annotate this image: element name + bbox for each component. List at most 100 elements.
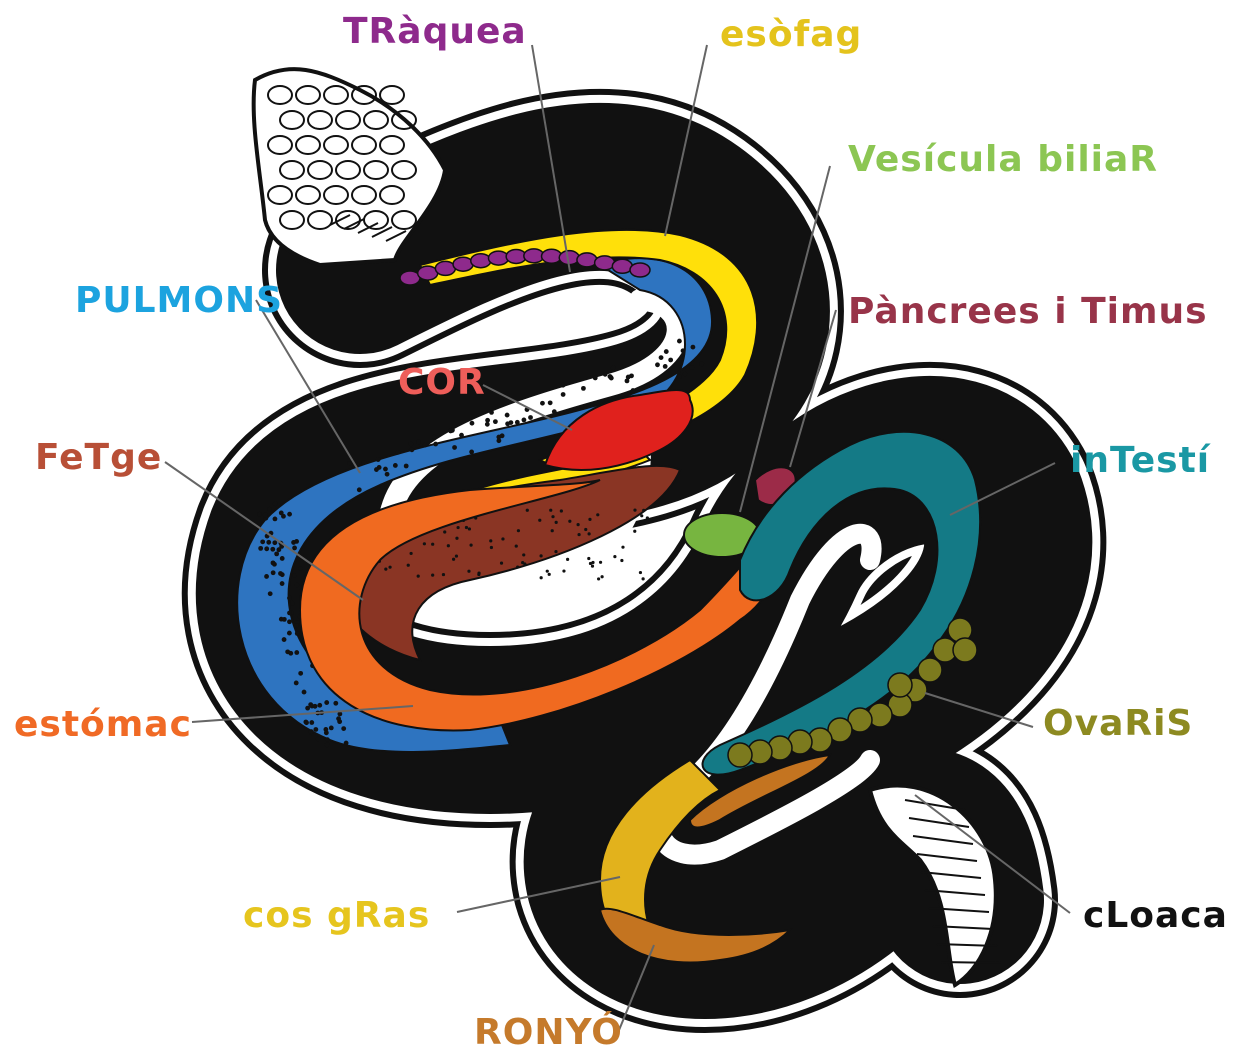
lung-dot <box>266 540 271 545</box>
lung-dot <box>469 449 474 454</box>
lung-dot <box>344 741 349 746</box>
lung-dot <box>668 358 673 363</box>
lung-dot <box>267 507 272 512</box>
lung-dot <box>500 433 505 438</box>
lung-dot <box>552 409 557 414</box>
lung-dot <box>395 450 400 455</box>
liver-dot <box>538 519 541 522</box>
lung-dot <box>270 547 275 552</box>
liver-dot <box>443 530 446 533</box>
lung-dot <box>313 704 318 709</box>
liver-dot <box>577 523 580 526</box>
lung-dot <box>324 700 329 705</box>
lung-dot <box>278 571 283 576</box>
lung-dot <box>459 433 464 438</box>
lung-dot <box>608 374 613 379</box>
liver-dot <box>640 514 643 517</box>
lung-dot <box>485 418 490 423</box>
lung-dot <box>515 420 520 425</box>
lung-dot <box>302 690 307 695</box>
liver-dot <box>554 550 557 553</box>
ovary-follicle <box>918 658 942 682</box>
liver-dot <box>599 561 602 564</box>
lung-dot <box>376 457 381 462</box>
lung-dot <box>263 513 268 518</box>
liver-dot <box>431 543 434 546</box>
liver-dot <box>515 544 518 547</box>
liver-dot <box>588 532 591 535</box>
lung-dot <box>282 637 287 642</box>
liver-dot <box>600 575 603 578</box>
lung-dot <box>287 619 292 624</box>
liver-dot <box>633 530 636 533</box>
lung-dot <box>470 421 475 426</box>
lung-dot <box>281 514 286 519</box>
lung-dot <box>561 392 566 397</box>
liver-dot <box>639 571 642 574</box>
liver-dot <box>467 570 470 573</box>
lung-dot <box>282 617 287 622</box>
liver-dot <box>551 529 554 532</box>
liver-dot <box>589 562 592 565</box>
lung-dot <box>603 372 608 377</box>
label-vesicula: Vesícula biliaR <box>848 142 1158 178</box>
liver-dot <box>588 518 591 521</box>
lung-dot <box>448 429 453 434</box>
lung-dot <box>611 365 616 370</box>
lung-dot <box>294 650 299 655</box>
lung-dot <box>264 574 269 579</box>
lung-dot <box>294 583 299 588</box>
lung-dot <box>496 438 501 443</box>
liver-dot <box>516 565 519 568</box>
liver-dot <box>417 575 420 578</box>
lung-dot <box>329 726 334 731</box>
liver-dot <box>477 573 480 576</box>
lung-dot <box>561 383 566 388</box>
lung-dot <box>581 386 586 391</box>
lung-dot <box>393 463 398 468</box>
lung-dot <box>280 581 285 586</box>
lung-dot <box>305 706 310 711</box>
liver-dot <box>469 543 472 546</box>
liver-dot <box>633 509 636 512</box>
liver-dot <box>521 561 524 564</box>
liver-dot <box>540 576 543 579</box>
liver-dot <box>584 528 587 531</box>
liver-dot <box>388 566 391 569</box>
lung-dot <box>677 374 682 379</box>
liver-dot <box>407 564 410 567</box>
lung-dot <box>341 726 346 731</box>
lung-dot <box>257 512 262 517</box>
ovary-follicle <box>888 673 912 697</box>
label-cloaca: cLoaca <box>1083 898 1228 934</box>
liver-dot <box>620 559 623 562</box>
lung-dot <box>548 400 553 405</box>
lung-dot <box>294 681 299 686</box>
lung-dot <box>522 418 527 423</box>
lung-dot <box>309 729 314 734</box>
lung-dot <box>287 611 292 616</box>
lung-dot <box>528 415 533 420</box>
lung-dot <box>540 401 545 406</box>
lung-dot <box>691 345 696 350</box>
liver-dot <box>646 516 649 519</box>
liver-dot <box>613 555 616 558</box>
lung-dot <box>681 348 686 353</box>
liver-dot <box>447 544 450 547</box>
liver-dot <box>384 568 387 571</box>
lung-dot <box>294 539 299 544</box>
trachea-ring <box>612 259 632 273</box>
lung-dot <box>663 364 668 369</box>
liver-dot <box>431 574 434 577</box>
label-ovaris: OvaRiS <box>1043 706 1193 742</box>
lung-dot <box>272 540 277 545</box>
lung-dot <box>287 596 292 601</box>
lung-dot <box>274 551 279 556</box>
liver-dot <box>442 573 445 576</box>
lung-dot <box>489 410 494 415</box>
lung-dot <box>295 631 300 636</box>
liver-dot <box>539 554 542 557</box>
lung-dot <box>333 701 338 706</box>
lung-dot <box>273 501 278 506</box>
